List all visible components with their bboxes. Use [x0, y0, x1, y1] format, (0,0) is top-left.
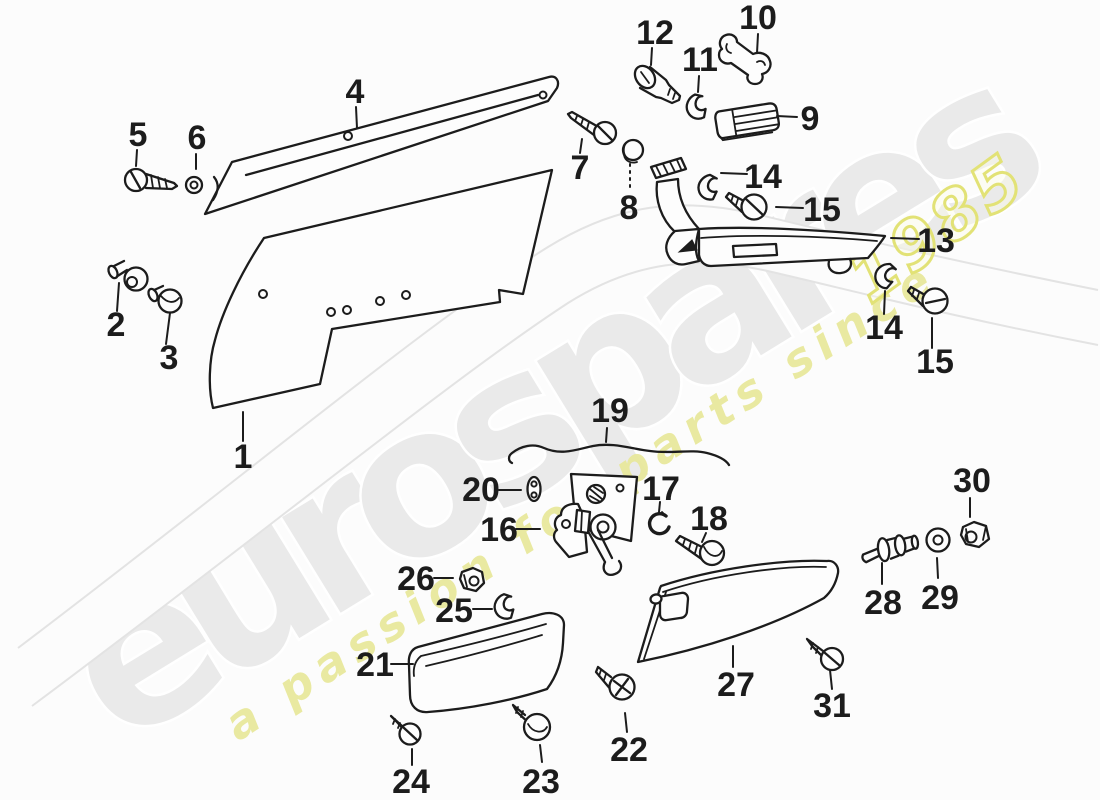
- part-label-2: 2: [107, 306, 126, 344]
- part-10-bracket: [717, 33, 772, 86]
- leader-13: [890, 237, 920, 240]
- part-label-22: 22: [610, 731, 648, 769]
- part-label-1: 1: [234, 438, 253, 476]
- part-14-clip-lower: [874, 262, 897, 290]
- part-27-stowage-flap: [636, 559, 840, 664]
- part-23-screw: [511, 703, 552, 742]
- swoosh-upper-edge: [17, 204, 1099, 649]
- swoosh-band: [18, 205, 1098, 706]
- part-label-23: 23: [522, 763, 560, 800]
- part-label-14-lower: 14: [865, 309, 903, 347]
- part-17-lock-washer: [647, 511, 671, 536]
- part-label-19: 19: [591, 392, 629, 430]
- swoosh-lower-edge: [31, 261, 1099, 707]
- part-label-14-upper: 14: [744, 158, 782, 196]
- part-5-screw: [123, 167, 179, 193]
- part-label-31: 31: [813, 687, 851, 725]
- part-label-9: 9: [801, 100, 820, 138]
- leader-lines: [116, 33, 971, 766]
- part-label-4: 4: [346, 73, 365, 111]
- part-7-screw: [566, 110, 618, 146]
- part-label-6: 6: [188, 119, 207, 157]
- leader-10: [756, 33, 759, 54]
- leader-4: [355, 106, 358, 129]
- part-18-screw: [674, 534, 726, 567]
- leader-17: [658, 501, 661, 513]
- part-label-11: 11: [682, 41, 718, 79]
- part-4-trim-strip: [203, 75, 560, 216]
- part-label-7: 7: [571, 149, 590, 187]
- leader-5: [135, 149, 138, 167]
- part-25-clip: [493, 593, 515, 620]
- leader-29: [936, 557, 939, 579]
- leader-2: [116, 282, 120, 312]
- leader-9: [776, 115, 798, 118]
- leader-22: [624, 712, 628, 733]
- part-22-screw: [594, 665, 636, 701]
- diagram-layer: [107, 33, 991, 746]
- part-15-screw-lower: [906, 285, 949, 315]
- part-6-washer: [184, 175, 204, 195]
- leader-14a: [720, 172, 748, 175]
- part-31-screw: [805, 637, 845, 672]
- part-label-30: 30: [953, 462, 991, 500]
- part-label-28: 28: [864, 584, 902, 622]
- leader-23: [539, 744, 543, 763]
- part-label-27: 27: [717, 666, 755, 704]
- part-3-fastener: [147, 284, 183, 314]
- part-label-17: 17: [642, 470, 680, 508]
- part-label-21: 21: [356, 646, 394, 684]
- part-1-door-panel: [208, 168, 554, 410]
- leader-31: [829, 669, 833, 690]
- part-label-16: 16: [480, 511, 518, 549]
- part-16-regulator: [552, 472, 639, 576]
- part-label-15-lower: 15: [916, 343, 954, 381]
- leader-11: [697, 75, 700, 93]
- part-label-15-upper: 15: [803, 191, 841, 229]
- part-11-clip: [685, 93, 707, 120]
- part-19-wire: [507, 443, 731, 467]
- part-29-washer: [925, 527, 951, 553]
- part-label-25: 25: [435, 592, 473, 630]
- part-label-26: 26: [397, 560, 435, 598]
- part-15-screw-upper: [724, 191, 768, 221]
- leader-7: [579, 138, 583, 154]
- leader-18: [701, 532, 707, 543]
- part-12-screw: [633, 64, 682, 105]
- leader-14b: [883, 290, 886, 315]
- part-label-8: 8: [620, 189, 639, 227]
- part-28-stud: [861, 534, 920, 564]
- part-label-12: 12: [636, 14, 674, 52]
- watermark-layer: eurospares a passion for parts since 198…: [17, 12, 1099, 792]
- part-label-29: 29: [921, 579, 959, 617]
- part-20-grommet: [526, 475, 542, 503]
- part-9-striped-clip: [714, 102, 781, 142]
- part-2-fastener: [107, 259, 149, 292]
- part-label-13: 13: [917, 222, 955, 260]
- part-label-20: 20: [462, 471, 500, 509]
- leader-19: [605, 427, 608, 443]
- part-24-screw: [389, 714, 422, 746]
- part-label-10: 10: [739, 0, 777, 37]
- part-label-24: 24: [392, 763, 430, 800]
- part-labels: 1 2 3 4 5 6 7 8 9 10 11 12 13 14 15 14 1…: [107, 0, 991, 800]
- part-8-cap: [621, 138, 645, 164]
- part-26-nut: [458, 566, 486, 593]
- part-label-3: 3: [160, 339, 179, 377]
- leader-12: [650, 47, 653, 66]
- part-label-5: 5: [129, 116, 148, 154]
- part-30-nut: [959, 520, 991, 549]
- part-14-clip-upper: [697, 173, 718, 201]
- part-label-18: 18: [690, 500, 728, 538]
- part-13-armrest: [649, 156, 887, 275]
- leader-15a: [775, 206, 804, 209]
- leader-3: [165, 312, 171, 345]
